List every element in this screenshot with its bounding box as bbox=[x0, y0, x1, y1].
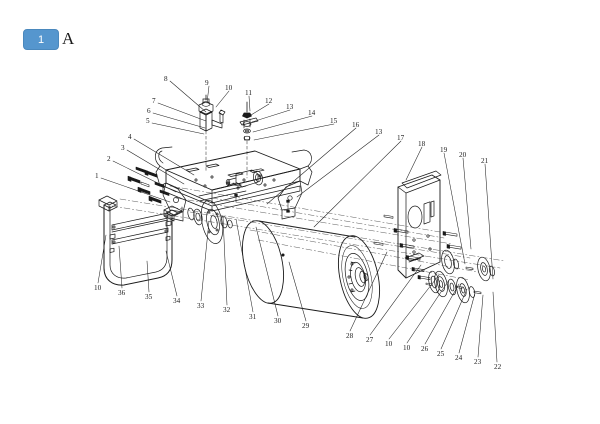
callout-17: 17 bbox=[397, 134, 405, 142]
callout-labels: 1 2 3 4 5 6 7 8 9 10 11 12 13 14 15 16 1… bbox=[94, 75, 502, 371]
callout-30: 30 bbox=[274, 317, 282, 325]
callout-24: 24 bbox=[455, 354, 463, 362]
callout-1: 1 bbox=[95, 172, 99, 180]
callout-32: 32 bbox=[223, 306, 231, 314]
callout-18: 18 bbox=[418, 140, 426, 148]
callout-14: 14 bbox=[308, 109, 316, 117]
side-mount-plate bbox=[397, 170, 442, 279]
fastener-set-left bbox=[127, 166, 170, 204]
callout-7: 7 bbox=[152, 97, 156, 105]
callout-25: 25 bbox=[437, 350, 445, 358]
callout-4: 4 bbox=[128, 133, 132, 141]
callout-10-alt-d: 10 bbox=[94, 284, 102, 292]
callout-36: 36 bbox=[118, 289, 126, 297]
callout-21: 21 bbox=[481, 157, 489, 165]
callout-8: 8 bbox=[164, 75, 168, 83]
callout-16: 16 bbox=[352, 121, 360, 129]
callout-10-alt-c: 10 bbox=[385, 340, 393, 348]
callout-15: 15 bbox=[330, 117, 338, 125]
callout-29: 29 bbox=[302, 322, 310, 330]
callout-3: 3 bbox=[121, 144, 125, 152]
callout-34: 34 bbox=[173, 297, 181, 305]
callout-20: 20 bbox=[459, 151, 467, 159]
gearbox-block bbox=[225, 169, 263, 188]
callout-23: 23 bbox=[474, 358, 482, 366]
callout-27: 27 bbox=[366, 336, 374, 344]
scraper-guard-frame bbox=[98, 195, 183, 286]
roller-drum bbox=[242, 220, 380, 319]
callout-35: 35 bbox=[145, 293, 153, 301]
lever-stack-assembly bbox=[239, 101, 259, 179]
callout-19: 19 bbox=[440, 146, 448, 154]
bearing-pulley-stack bbox=[428, 249, 495, 304]
callout-10: 10 bbox=[225, 84, 233, 92]
callout-9: 9 bbox=[205, 79, 209, 87]
main-frame-chassis bbox=[155, 146, 313, 222]
callout-26: 26 bbox=[421, 345, 429, 353]
page-number-badge[interactable]: 1 bbox=[23, 29, 59, 50]
center-sprocket bbox=[187, 200, 233, 244]
sheet-letter-label: A bbox=[62, 29, 75, 48]
callout-13: 13 bbox=[286, 103, 294, 111]
callout-11: 11 bbox=[245, 89, 252, 97]
callout-28: 28 bbox=[346, 332, 354, 340]
callout-12: 12 bbox=[265, 97, 273, 105]
page-header: 1 A bbox=[0, 0, 600, 70]
callout-22: 22 bbox=[494, 363, 502, 371]
callout-10-alt-b: 10 bbox=[403, 344, 411, 352]
callout-33: 33 bbox=[197, 302, 205, 310]
callout-2: 2 bbox=[107, 155, 111, 163]
callout-13-alt: 13 bbox=[375, 128, 383, 136]
callout-5: 5 bbox=[146, 117, 150, 125]
callout-6: 6 bbox=[147, 107, 151, 115]
fastener-set-right bbox=[373, 214, 482, 295]
drive-hub-flange bbox=[344, 253, 370, 301]
callout-31: 31 bbox=[249, 313, 257, 321]
